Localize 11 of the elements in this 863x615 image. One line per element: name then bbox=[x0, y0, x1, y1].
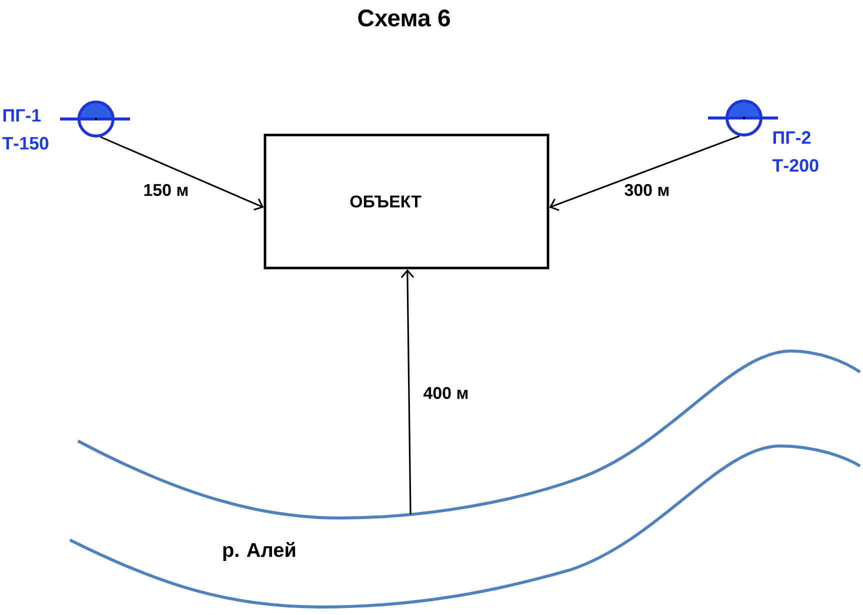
arrow bbox=[100, 136, 264, 210]
hydrant-symbol bbox=[60, 100, 130, 138]
edge-label: 300 м bbox=[622, 182, 672, 198]
arrow bbox=[549, 135, 740, 211]
edge-label: 400 м bbox=[422, 386, 470, 400]
object-box: ОБЪЕКТ bbox=[264, 134, 550, 270]
title: Схема 6 bbox=[358, 10, 450, 26]
hydrant-label: ПГ-2 Т-200 bbox=[772, 131, 818, 172]
edge-label: 150 м bbox=[142, 182, 190, 198]
hydrant-label: ПГ-1 Т-150 bbox=[2, 109, 48, 150]
arrow bbox=[400, 269, 414, 514]
